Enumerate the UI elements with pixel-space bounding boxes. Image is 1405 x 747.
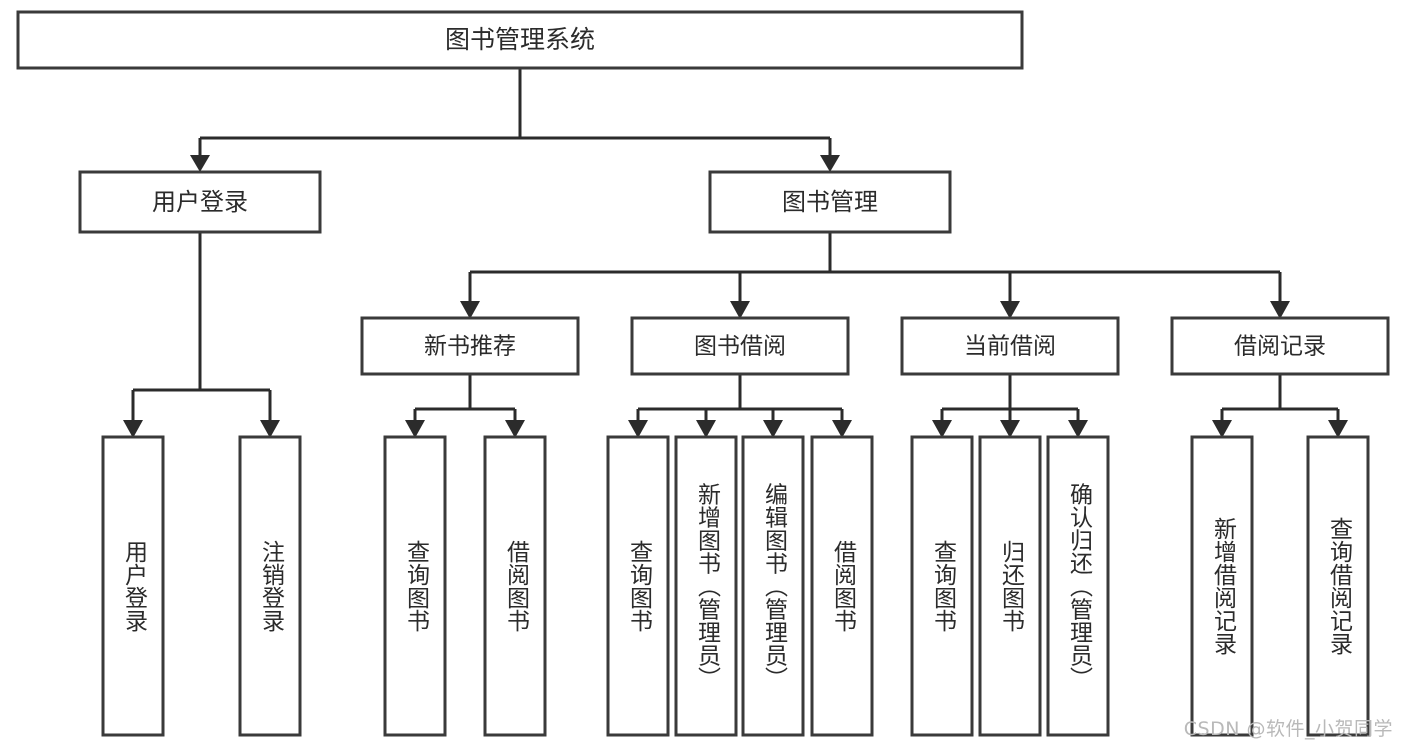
- node-user-login[interactable]: 用户登录: [78, 170, 322, 234]
- leaf-user-login-label: 用户登录: [121, 540, 149, 632]
- leaf-borrow-book-label: 借阅图书: [830, 540, 858, 632]
- node-root[interactable]: 图书管理系统: [16, 10, 1024, 70]
- node-new-book-recommend-label: 新书推荐: [424, 334, 516, 360]
- leaf-query-record-label: 查询借阅记录: [1326, 517, 1354, 655]
- leaf-return-book-label: 归还图书: [998, 540, 1026, 632]
- node-book-borrow-label: 图书借阅: [694, 334, 786, 360]
- node-book-management[interactable]: 图书管理: [708, 170, 952, 234]
- connector-borrowrecord-to-leaves: [1212, 374, 1348, 438]
- leaf-borrow-book-rec[interactable]: 借阅图书: [483, 435, 547, 737]
- leaf-edit-book[interactable]: 编辑图书（管理员）: [741, 435, 805, 737]
- leaf-user-login[interactable]: 用户登录: [101, 435, 165, 737]
- leaf-add-record-label: 新增借阅记录: [1210, 517, 1238, 655]
- node-borrow-record-label: 借阅记录: [1234, 334, 1326, 360]
- leaf-return-book[interactable]: 归还图书: [978, 435, 1042, 737]
- connector-userlogin-to-leaves: [123, 232, 280, 438]
- leaf-edit-book-label: 编辑图书（管理员）: [761, 483, 789, 690]
- connector-bookmgmt-to-level2: [460, 232, 1290, 319]
- connector-bookborrow-to-leaves: [628, 374, 852, 438]
- leaf-confirm-return[interactable]: 确认归还（管理员）: [1046, 435, 1110, 737]
- leaf-borrow-book-rec-label: 借阅图书: [503, 540, 531, 632]
- leaf-borrow-book[interactable]: 借阅图书: [810, 435, 874, 737]
- connector-currentborrow-to-leaves: [932, 374, 1088, 438]
- node-book-management-label: 图书管理: [782, 188, 878, 216]
- leaf-add-book-label: 新增图书（管理员）: [694, 483, 722, 690]
- leaf-query-book-rec-label: 查询图书: [403, 540, 431, 632]
- node-new-book-recommend[interactable]: 新书推荐: [360, 316, 580, 376]
- leaf-query-book-cur[interactable]: 查询图书: [910, 435, 974, 737]
- node-book-borrow[interactable]: 图书借阅: [630, 316, 850, 376]
- leaf-query-book-cur-label: 查询图书: [930, 540, 958, 632]
- leaf-query-book-rec[interactable]: 查询图书: [383, 435, 447, 737]
- connector-root-to-level1: [190, 68, 840, 172]
- leaf-query-book-borrow[interactable]: 查询图书: [606, 435, 670, 737]
- leaf-logout-login-label: 注销登录: [258, 540, 286, 632]
- leaf-query-record[interactable]: 查询借阅记录: [1306, 435, 1370, 737]
- node-root-label: 图书管理系统: [445, 25, 595, 54]
- node-current-borrow[interactable]: 当前借阅: [900, 316, 1120, 376]
- leaf-query-book-borrow-label: 查询图书: [626, 540, 654, 632]
- node-borrow-record[interactable]: 借阅记录: [1170, 316, 1390, 376]
- node-current-borrow-label: 当前借阅: [964, 334, 1056, 360]
- leaf-logout-login[interactable]: 注销登录: [238, 435, 302, 737]
- leaf-add-record[interactable]: 新增借阅记录: [1190, 435, 1254, 737]
- leaf-add-book[interactable]: 新增图书（管理员）: [674, 435, 738, 737]
- connector-layer: [123, 68, 1348, 438]
- node-user-login-label: 用户登录: [152, 188, 248, 216]
- leaf-confirm-return-label: 确认归还（管理员）: [1066, 483, 1094, 690]
- connector-newbook-to-leaves: [405, 374, 525, 438]
